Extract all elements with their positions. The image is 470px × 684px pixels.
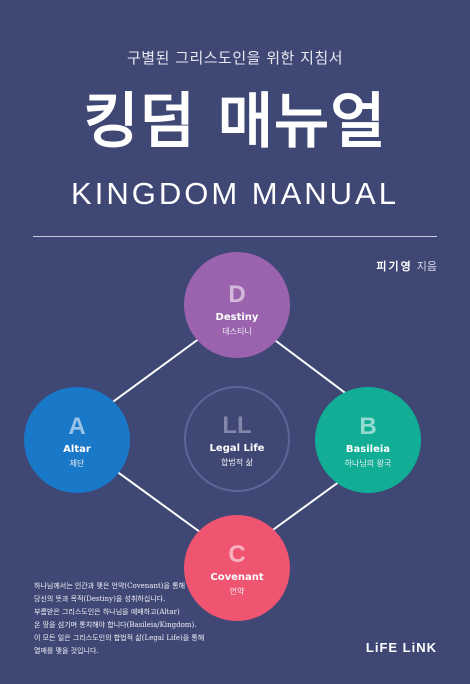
subtitle: 구별된 그리스도인을 위한 지침서 [126, 49, 343, 67]
node-destiny: D Destiny 데스티니 [184, 252, 290, 358]
node-legal-life-label-ko: 합법적 삶 [221, 458, 253, 467]
node-destiny-letter: D [228, 281, 246, 308]
title-korean: 킹덤 매뉴얼 [83, 87, 387, 157]
node-covenant-letter: C [228, 541, 246, 568]
node-legal-life-letter: LL [222, 412, 252, 439]
node-altar: A Altar 제단 [24, 387, 130, 493]
node-basileia-letter: B [359, 413, 377, 440]
description-line: 부름받은 그리스도인은 하나님을 예배하고(Altar) [34, 608, 180, 616]
description-line: 하나님께서는 인간과 맺은 언약(Covenant)을 통해 [34, 582, 186, 590]
description: 하나님께서는 인간과 맺은 언약(Covenant)을 통해 당신의 뜻과 목적… [34, 580, 244, 658]
description-line: 열매를 맺을 것입니다. [34, 647, 99, 655]
node-covenant: C Covenant 언약 [184, 515, 290, 621]
author-role: 지음 [416, 260, 437, 273]
node-destiny-label: Destiny [215, 312, 259, 323]
description-line: 이 모든 일은 그리스도인의 합법적 삶(Legal Life)을 통해 [34, 634, 205, 642]
line-altar-covenant [111, 467, 201, 533]
node-basileia-label: Basileia [345, 444, 391, 455]
node-legal-life: LL Legal Life 합법적 삶 [184, 386, 290, 492]
node-destiny-label-ko: 데스티니 [222, 327, 252, 336]
line-destiny-altar [109, 337, 201, 405]
node-covenant-label: Covenant [210, 572, 264, 583]
description-line: 당신의 뜻과 목적(Destiny)을 성취하십니다. [34, 595, 166, 603]
author-name: 피기영 [376, 260, 413, 273]
divider [33, 236, 437, 237]
node-covenant-label-ko: 언약 [229, 587, 245, 596]
title-english: KINGDOM MANUAL [71, 176, 399, 211]
description-line: 온 땅을 섬기며 통치해야 합니다(Basileia/Kingdom). [34, 621, 197, 629]
node-altar-letter: A [68, 413, 86, 440]
node-altar-label-ko: 제단 [69, 459, 85, 468]
node-basileia-label-ko: 하나님의 왕국 [344, 459, 392, 468]
node-altar-label: Altar [63, 444, 91, 455]
node-basileia: B Basileia 하나님의 왕국 [315, 387, 421, 493]
publisher-logo: LiFE LiNK [365, 640, 437, 655]
node-legal-life-label: Legal Life [209, 443, 265, 454]
